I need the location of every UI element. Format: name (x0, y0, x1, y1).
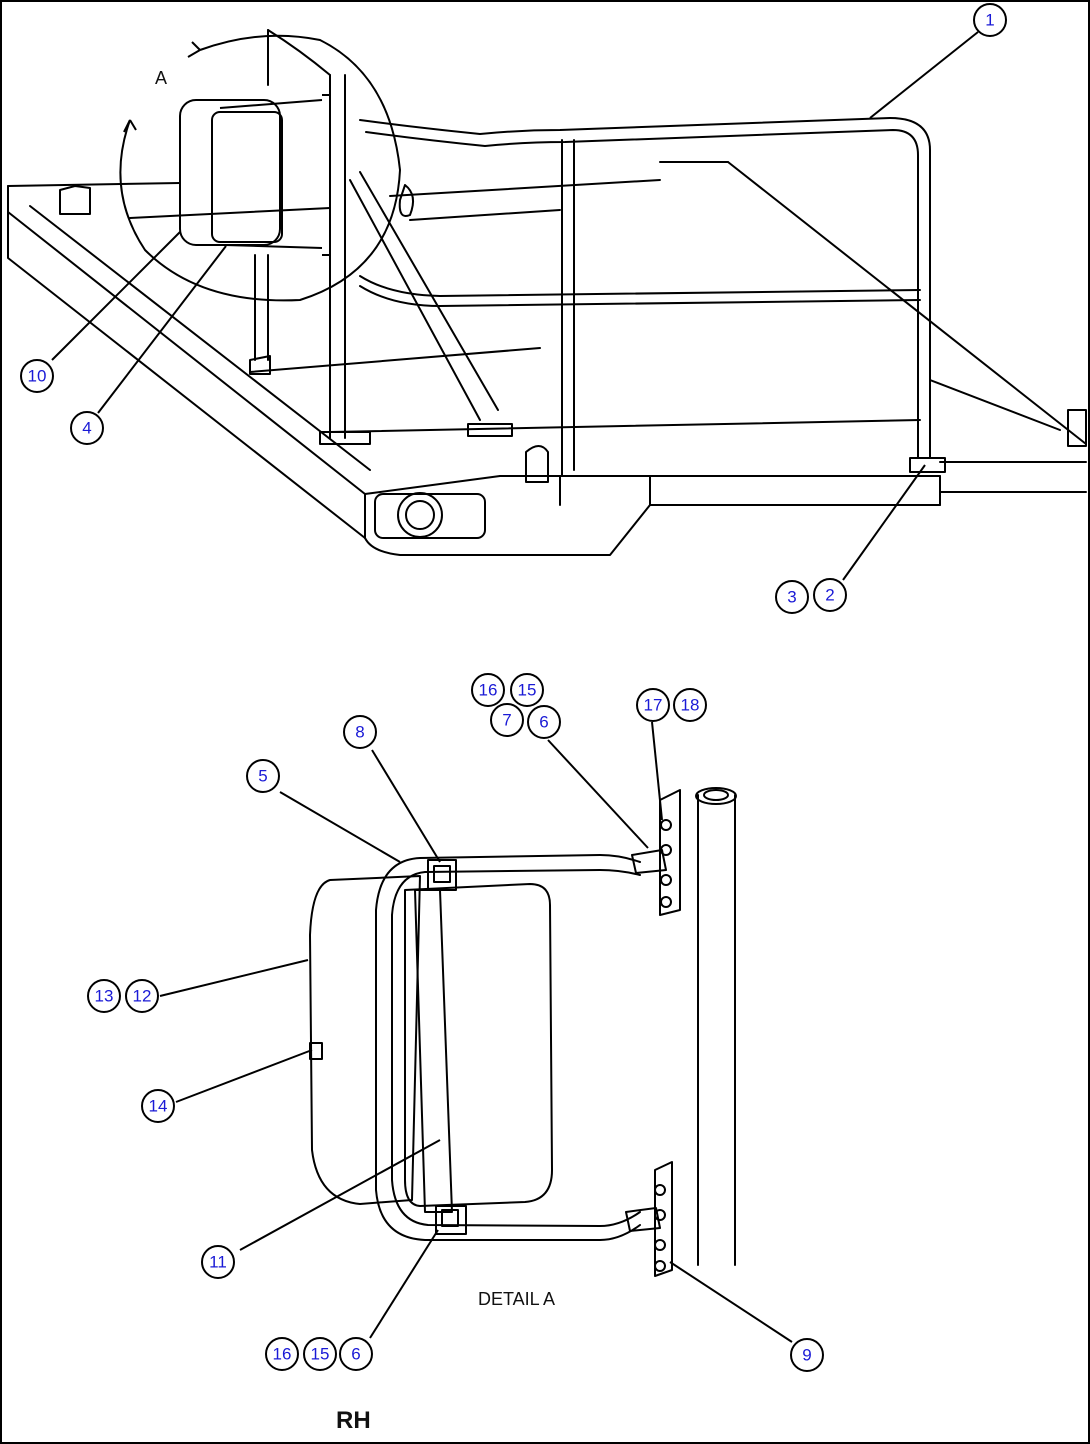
callout-bubbles (20, 3, 1007, 1372)
callout-12-label: 12 (133, 987, 152, 1006)
callout-16b (265, 1337, 299, 1371)
callout-4-label: 4 (82, 419, 91, 438)
callout-15a (510, 673, 544, 707)
callout-8-label: 8 (355, 723, 364, 742)
callout-6b (339, 1337, 373, 1371)
callout-2-label: 2 (825, 586, 834, 605)
callout-3 (775, 580, 809, 614)
callout-18 (673, 688, 707, 722)
callout-13-label: 13 (95, 987, 114, 1006)
detail-a-caption: DETAIL A (478, 1289, 555, 1309)
callout-1-label: 1 (985, 11, 994, 30)
callout-15b-label: 15 (311, 1345, 330, 1364)
detail-a-marker: A (155, 68, 167, 88)
callout-5-label: 5 (258, 767, 267, 786)
callout-4 (70, 411, 104, 445)
callout-9-label: 9 (802, 1346, 811, 1365)
callout-16b-label: 16 (273, 1345, 292, 1364)
leader-lines (51, 31, 979, 1343)
callout-10 (20, 359, 54, 393)
detail-a-circle (119, 34, 402, 302)
callout-7-label: 7 (502, 711, 511, 730)
callout-6a-label: 6 (539, 713, 548, 732)
platform-assembly (7, 29, 1087, 556)
callout-9 (790, 1338, 824, 1372)
callout-17 (636, 688, 670, 722)
callout-16a (471, 673, 505, 707)
callout-5 (246, 759, 280, 793)
callout-18-label: 18 (681, 696, 700, 715)
callout-2 (813, 578, 847, 612)
callout-6a (527, 705, 561, 739)
side-caption: RH (336, 1407, 371, 1434)
callout-14 (141, 1089, 175, 1123)
callout-13 (87, 979, 121, 1013)
callout-3-label: 3 (787, 588, 796, 607)
callout-10-label: 10 (28, 367, 47, 386)
callout-17-label: 17 (644, 696, 663, 715)
callout-numbers: 1 10 4 3 2 16 15 7 6 17 18 8 5 13 12 14 … (28, 11, 995, 1365)
callout-11 (201, 1245, 235, 1279)
mirror-detail-assembly (309, 787, 737, 1277)
callout-11-label: 11 (209, 1253, 227, 1272)
callout-15a-label: 15 (518, 681, 537, 700)
callout-15b (303, 1337, 337, 1371)
callout-1 (973, 3, 1007, 37)
callout-16a-label: 16 (479, 681, 498, 700)
callout-7 (490, 703, 524, 737)
callout-8 (343, 715, 377, 749)
callout-14-label: 14 (149, 1097, 168, 1116)
callout-6b-label: 6 (351, 1345, 360, 1364)
callout-12 (125, 979, 159, 1013)
